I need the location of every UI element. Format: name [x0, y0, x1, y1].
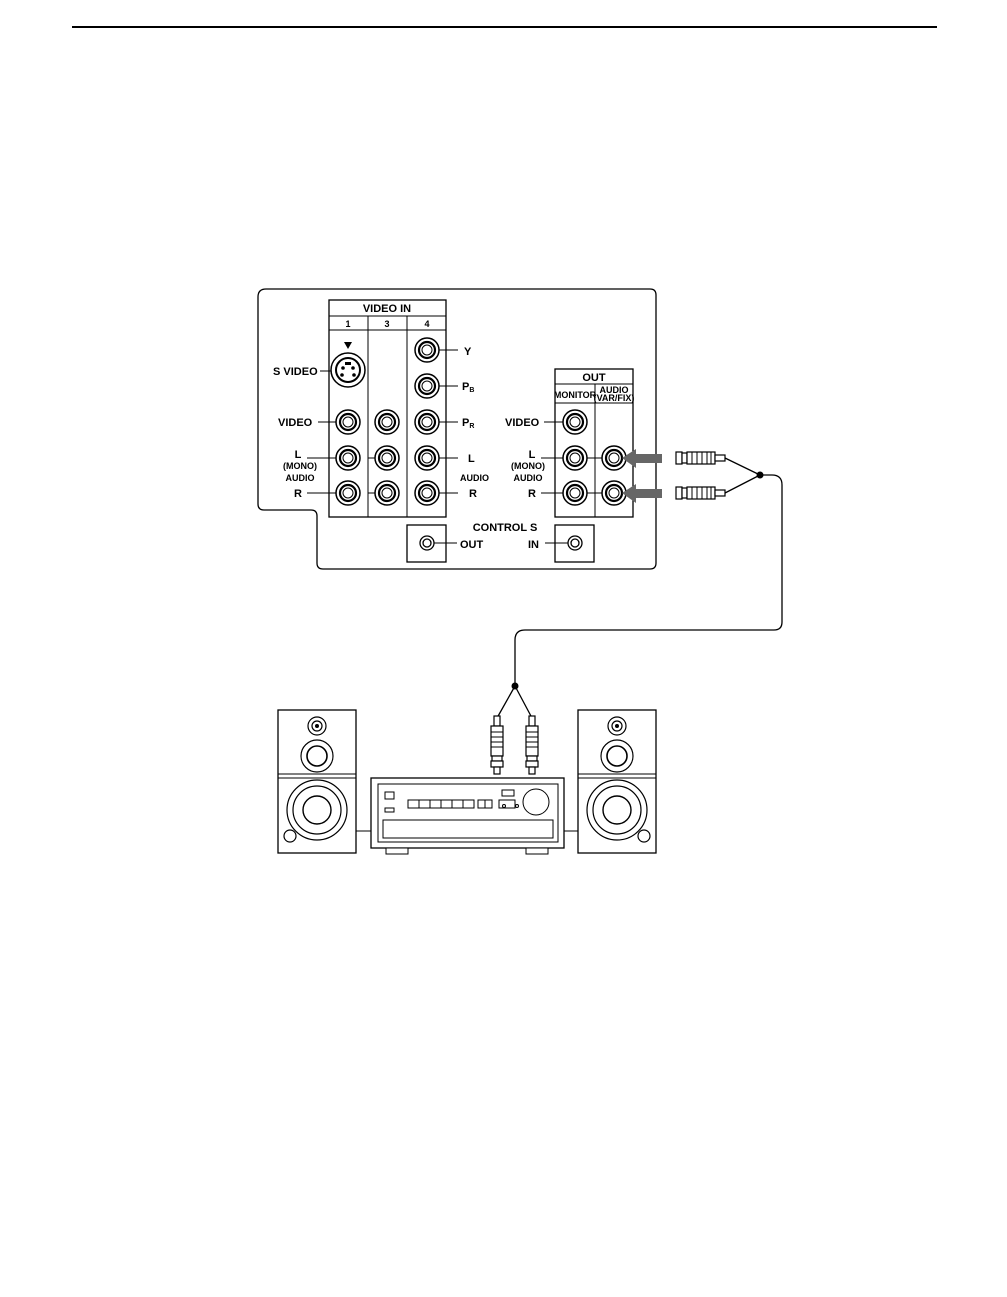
control-s-in-jack[interactable] [568, 536, 582, 550]
rca-plug-amp-right [526, 716, 538, 774]
pb-label: PB [462, 381, 474, 394]
video-in-3-audio-l-jack[interactable] [375, 446, 399, 470]
out-mono-label: (MONO) [511, 461, 545, 471]
video-in-4-audio-l-jack[interactable] [415, 446, 439, 470]
audio-4-l-label: L [468, 453, 475, 465]
s-video-label: S VIDEO [273, 366, 318, 378]
monitor-audio-r-jack[interactable] [563, 481, 587, 505]
video-in-1-audio-r-jack[interactable] [336, 481, 360, 505]
column-4-label: 4 [424, 319, 429, 329]
control-s-out-label: OUT [460, 539, 484, 551]
video-in-4-pr-jack[interactable] [415, 410, 439, 434]
audio-label: AUDIO [286, 473, 315, 483]
out-r-label: R [528, 488, 536, 500]
tv-rear-panel [258, 289, 656, 569]
out-audio-side-label: AUDIO [514, 473, 543, 483]
mono-label: (MONO) [283, 461, 317, 471]
control-s-out-jack[interactable] [420, 536, 434, 550]
video-in-3-video-jack[interactable] [375, 410, 399, 434]
pr-label: PR [462, 417, 474, 430]
video-in-1-audio-l-jack[interactable] [336, 446, 360, 470]
control-s-title: CONTROL S [473, 522, 538, 534]
rca-plug-left [676, 452, 725, 464]
var-fix-label: (VAR/FIX) [594, 393, 635, 403]
video-in-4-audio-r-jack[interactable] [415, 481, 439, 505]
control-s-in-label: IN [528, 539, 539, 551]
rca-plug-right [676, 487, 725, 499]
monitor-video-jack[interactable] [563, 410, 587, 434]
column-1-label: 1 [345, 319, 350, 329]
y-label: Y [464, 346, 472, 358]
audio-4-r-label: R [469, 488, 477, 500]
video-in-1-video-jack[interactable] [336, 410, 360, 434]
audio-r-label: R [294, 488, 302, 500]
audio-l-label: L [295, 449, 302, 461]
out-title: OUT [582, 372, 606, 384]
monitor-audio-l-jack[interactable] [563, 446, 587, 470]
video-in-title: VIDEO IN [363, 303, 411, 315]
column-3-label: 3 [384, 319, 389, 329]
video-in-4-y-jack[interactable] [415, 338, 439, 362]
audio-4-label: AUDIO [460, 473, 489, 483]
monitor-label: MONITOR [554, 390, 597, 400]
rca-plug-amp-left [491, 716, 503, 774]
out-l-label: L [529, 449, 536, 461]
out-video-label: VIDEO [505, 417, 540, 429]
video-in-4-pb-jack[interactable] [415, 374, 439, 398]
stereo-amplifier [371, 778, 564, 854]
video-in-3-audio-r-jack[interactable] [375, 481, 399, 505]
video-label: VIDEO [278, 417, 313, 429]
s-video-jack[interactable] [331, 342, 365, 387]
